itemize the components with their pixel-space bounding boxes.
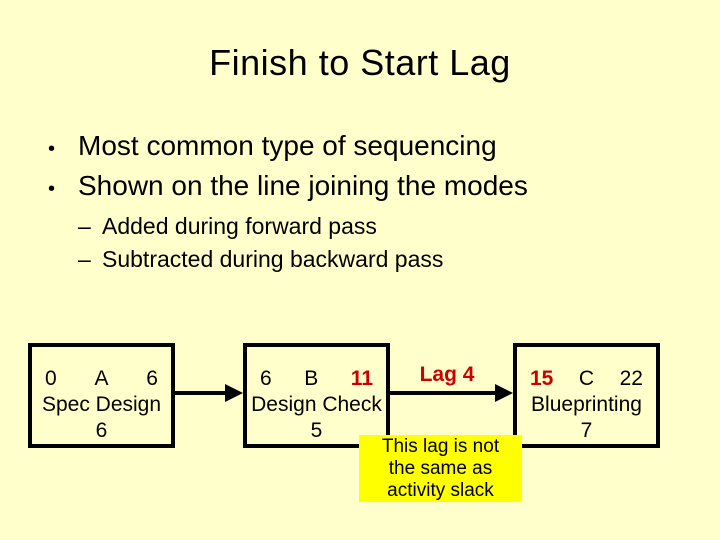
note-line: activity slack (387, 480, 494, 501)
arrow-2-head-icon (495, 384, 513, 402)
page-title: Finish to Start Lag (209, 42, 511, 83)
activity-node-design-check: 6 B 11 Design Check 5 (243, 343, 390, 448)
early-start-value: 0 (45, 367, 57, 390)
early-start-value: 6 (260, 367, 272, 390)
activity-id: A (94, 367, 109, 390)
note-line: This lag is not (381, 436, 500, 457)
duration-value: 5 (310, 419, 323, 442)
activity-name: Blueprinting (531, 393, 642, 416)
bullet-text: Most common type of sequencing (78, 130, 497, 161)
activity-node-spec-design: 0 A 6 Spec Design 6 (28, 343, 175, 448)
activity-id: C (578, 367, 595, 390)
bullet-text: Subtracted during backward pass (102, 246, 444, 272)
sub-bullet-item: – Subtracted during backward pass (78, 246, 443, 272)
bullet-text: Added during forward pass (102, 213, 377, 239)
arrow-1-line (175, 391, 225, 395)
bullet-icon: • (48, 178, 56, 200)
arrow-2-line (390, 391, 495, 395)
sub-bullet-item: – Added during forward pass (78, 213, 377, 239)
dash-icon: – (78, 246, 91, 272)
activity-name: Spec Design (41, 393, 162, 416)
dash-icon: – (78, 213, 91, 239)
activity-id: B (304, 367, 319, 390)
bullet-icon: • (48, 138, 56, 160)
early-finish-value: 6 (146, 367, 158, 390)
duration-value: 6 (95, 419, 108, 442)
bullet-item: • Most common type of sequencing (48, 131, 497, 164)
early-finish-value: 11 (350, 367, 373, 390)
arrow-1-head-icon (225, 384, 243, 402)
lag-label: Lag 4 (419, 363, 475, 386)
activity-name: Design Check (251, 393, 382, 416)
bullet-item: • Shown on the line joining the modes (48, 171, 528, 204)
bullet-text: Shown on the line joining the modes (78, 170, 528, 201)
note-box: This lag is not the same as activity sla… (359, 435, 522, 502)
duration-value: 7 (580, 419, 593, 442)
note-line: the same as (388, 458, 493, 479)
early-finish-value: 22 (619, 367, 643, 390)
activity-node-blueprinting: 15 C 22 Blueprinting 7 (513, 343, 660, 448)
early-start-value: 15 (530, 367, 554, 390)
